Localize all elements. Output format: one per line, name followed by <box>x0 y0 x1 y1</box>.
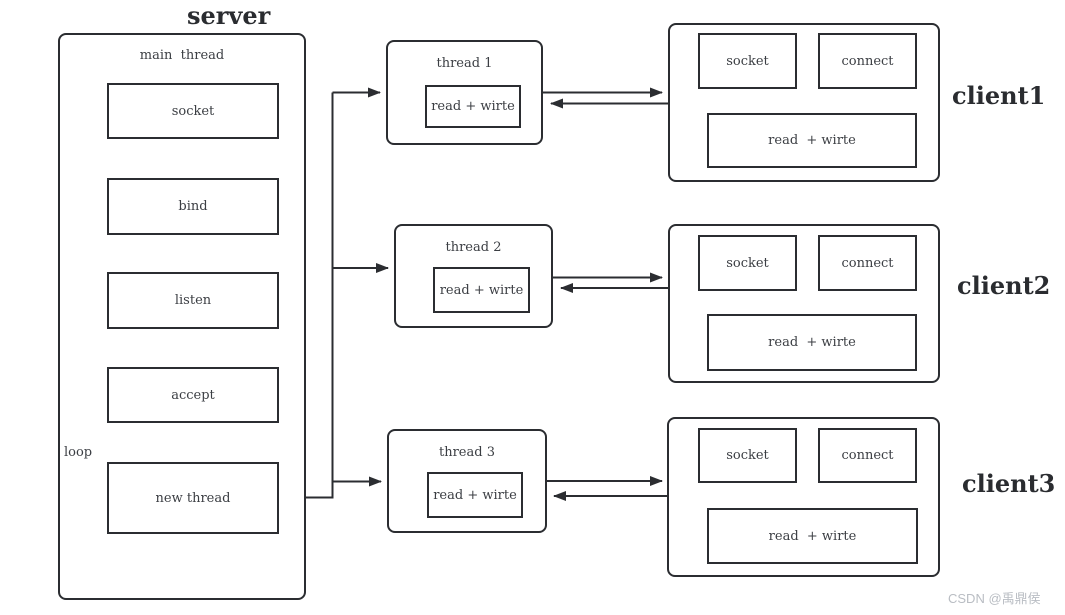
thread1-title: thread 1 <box>436 56 493 71</box>
client3-read-write-box: read + wirte <box>707 508 918 564</box>
thread3-read-write-box: read + wirte <box>427 472 523 518</box>
client3-socket-box: socket <box>698 428 797 483</box>
client1-box: socket connect read + wirte <box>668 23 940 182</box>
client1-connect-box: connect <box>818 33 917 89</box>
server-step-socket: socket <box>107 83 279 139</box>
client2-heading: client2 <box>957 271 1051 300</box>
client1-socket-box: socket <box>698 33 797 89</box>
watermark-text: CSDN @禹鼎侯 <box>948 591 1041 606</box>
client1-read-write-box: read + wirte <box>707 113 917 168</box>
thread1-read-write-box: read + wirte <box>425 85 521 128</box>
client2-box: socket connect read + wirte <box>668 224 940 383</box>
thread2-title: thread 2 <box>445 240 502 255</box>
client2-connect-box: connect <box>818 235 917 291</box>
loop-label: loop <box>62 445 95 460</box>
client2-socket-box: socket <box>698 235 797 291</box>
server-step-accept: accept <box>107 367 279 423</box>
server-step-new-thread: new thread <box>107 462 279 534</box>
server-step-listen: listen <box>107 272 279 329</box>
thread3-box: thread 3 read + wirte <box>387 429 547 533</box>
client2-read-write-box: read + wirte <box>707 314 917 371</box>
thread1-box: thread 1 read + wirte <box>386 40 543 145</box>
client1-heading: client1 <box>952 81 1046 110</box>
server-heading: server <box>187 1 271 30</box>
main-thread-label: main thread <box>139 48 225 63</box>
client3-box: socket connect read + wirte <box>667 417 940 577</box>
thread2-read-write-box: read + wirte <box>433 267 530 313</box>
thread3-title: thread 3 <box>439 445 495 460</box>
server-step-bind: bind <box>107 178 279 235</box>
server-box: main thread socket bind listen accept ne… <box>58 33 306 600</box>
client3-heading: client3 <box>962 469 1056 498</box>
client3-connect-box: connect <box>818 428 917 483</box>
thread2-box: thread 2 read + wirte <box>394 224 553 328</box>
